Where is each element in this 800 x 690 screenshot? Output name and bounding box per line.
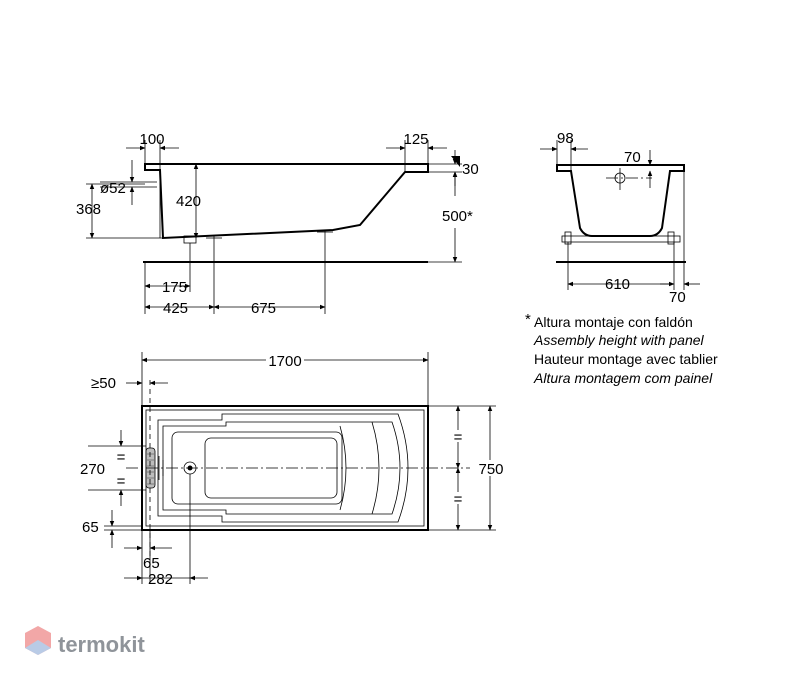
dim-100: 100 bbox=[139, 131, 164, 148]
equal-mark-right-top: = bbox=[454, 429, 463, 446]
dim-675: 675 bbox=[251, 300, 276, 317]
dim-750: 750 bbox=[478, 461, 503, 478]
tub-outer-rim bbox=[141, 405, 429, 531]
overflow-pipe bbox=[145, 181, 157, 188]
dim-270: 270 bbox=[80, 461, 105, 478]
note-es: Altura montaje con faldón bbox=[534, 314, 693, 330]
dim-282: 282 bbox=[148, 571, 173, 588]
dim-98: 98 bbox=[557, 130, 574, 147]
dim-125: 125 bbox=[403, 131, 428, 148]
note-en: Assembly height with panel bbox=[533, 332, 705, 348]
dim-30: 30 bbox=[462, 161, 479, 178]
note-asterisk: * bbox=[525, 311, 531, 328]
dim-d52: ø52 bbox=[100, 180, 126, 197]
dim-175: 175 bbox=[162, 279, 187, 296]
tub-end-profile bbox=[556, 164, 685, 237]
dim-1700: 1700 bbox=[268, 353, 301, 370]
legs bbox=[206, 231, 333, 263]
equal-mark-left-top: = bbox=[117, 449, 126, 466]
tub-inner-basin bbox=[157, 413, 409, 523]
assembly-note: * Altura montaje con faldón Assembly hei… bbox=[525, 311, 718, 386]
dim-70-bottom: 70 bbox=[669, 289, 686, 306]
tub-side-profile bbox=[144, 163, 429, 240]
dim-70-top: 70 bbox=[624, 149, 641, 166]
base-frame bbox=[561, 235, 681, 243]
dim-610: 610 bbox=[605, 276, 630, 293]
equal-mark-left-bottom: = bbox=[117, 473, 126, 490]
watermark-text: termokit bbox=[58, 632, 145, 657]
dim-ge50: ≥50 bbox=[91, 375, 116, 392]
dim-500: 500* bbox=[442, 208, 473, 225]
equal-mark-right-bottom: = bbox=[454, 491, 463, 508]
watermark-logo: termokit bbox=[25, 626, 145, 657]
note-fr: Hauteur montage avec tablier bbox=[534, 351, 718, 367]
dim-368: 368 bbox=[76, 201, 101, 218]
dim-65-left: 65 bbox=[82, 519, 99, 536]
dim-65-bottom: 65 bbox=[143, 555, 160, 572]
note-pt: Altura montagem com painel bbox=[533, 370, 713, 386]
dim-420: 420 bbox=[176, 193, 201, 210]
end-view: 98 70 610 70 bbox=[540, 130, 700, 306]
side-view: 100 125 30 500* ø52 368 420 bbox=[76, 131, 479, 317]
top-view: 1700 ≥50 750 = = 270 = = 65 bbox=[80, 352, 508, 588]
dim-425: 425 bbox=[163, 300, 188, 317]
